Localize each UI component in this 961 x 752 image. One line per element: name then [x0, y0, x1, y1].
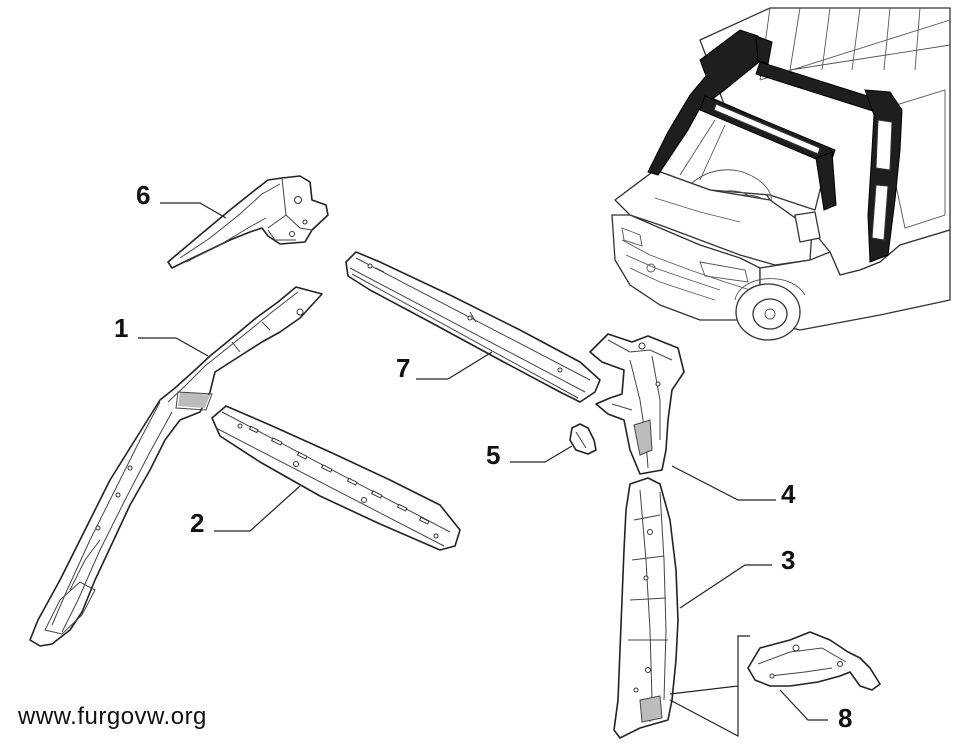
callout-7: 7 [396, 353, 410, 383]
leader-7 [416, 351, 493, 380]
part-2-windscreen-cross-member [211, 405, 461, 551]
callout-8: 8 [838, 703, 852, 733]
callouts: 1 2 3 4 5 6 7 8 [114, 180, 852, 733]
leader-8-bracket-b [669, 686, 739, 737]
callout-6: 6 [136, 180, 150, 210]
part-8-mounting-plate [747, 631, 881, 691]
callout-5: 5 [486, 440, 500, 470]
part-5-cover [569, 423, 597, 455]
part-6-hinge-bracket [167, 175, 329, 269]
leader-6 [160, 202, 227, 219]
part-1-a-pillar [29, 286, 323, 647]
part-3-b-pillar-lower [613, 477, 679, 739]
leader-3 [679, 564, 772, 609]
part-7-roof-cross-member [345, 251, 601, 403]
leader-8 [779, 689, 828, 721]
van-illustration [611, 7, 951, 341]
callout-4: 4 [781, 479, 796, 509]
callout-2: 2 [190, 508, 204, 538]
leader-lines [138, 202, 828, 737]
leader-8-bracket [669, 635, 750, 695]
watermark: www.furgovw.org [18, 703, 207, 730]
leader-4 [671, 465, 776, 501]
leader-2 [214, 485, 301, 532]
callout-1: 1 [114, 313, 128, 343]
leader-5 [510, 445, 573, 463]
callout-3: 3 [781, 545, 795, 575]
part-4-b-pillar-upper [589, 333, 685, 475]
leader-1 [138, 337, 209, 357]
